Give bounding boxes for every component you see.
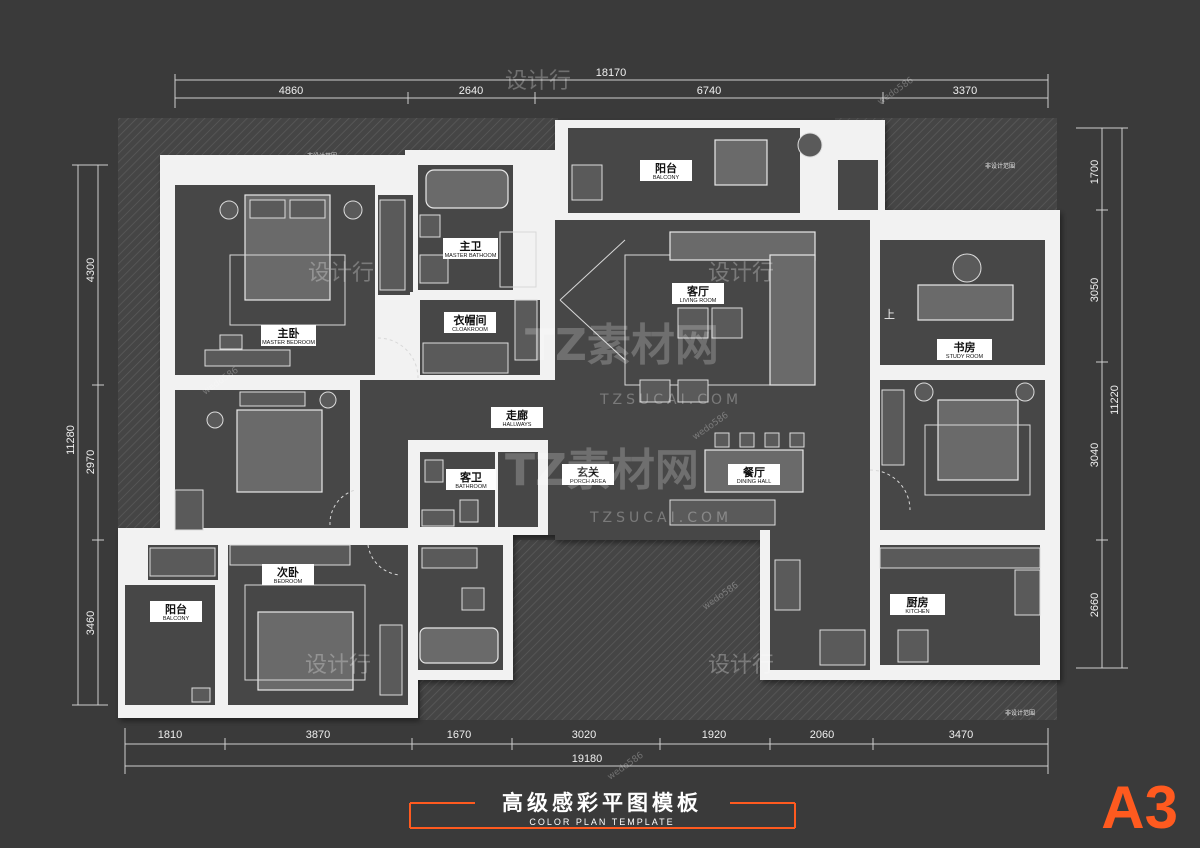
svg-text:主卧: 主卧 (278, 326, 300, 340)
dim-left-3: 3460 (85, 611, 97, 635)
dim-right-1: 1700 (1089, 160, 1101, 184)
svg-text:PORCH AREA: PORCH AREA (570, 479, 606, 485)
dim-bottom-4: 3020 (572, 729, 596, 741)
non-design-areas: 非设计范围 非设计范围 非设计范围 (118, 118, 1057, 720)
watermark-url-2: TZSUCAI.COM (589, 510, 732, 526)
svg-text:HALLWAYS: HALLWAYS (503, 422, 532, 428)
dim-right-3: 3040 (1089, 443, 1101, 467)
bottom-bathtub-icon (419, 627, 499, 664)
svg-text:CLOAKROOM: CLOAKROOM (452, 327, 488, 333)
svg-text:客厅: 客厅 (686, 284, 709, 298)
room-label-study-room: 书房 STUDY ROOM (937, 339, 992, 360)
dimensions-right: 1700 3050 3040 2660 11220 (1076, 127, 1128, 669)
svg-text:BATHROOM: BATHROOM (455, 484, 487, 490)
svg-text:阳台: 阳台 (655, 161, 677, 175)
dim-right-2: 3050 (1089, 278, 1101, 302)
dim-top-4: 3370 (953, 85, 977, 97)
dim-bottom-total: 19180 (572, 753, 603, 765)
dim-right-total: 11220 (1109, 385, 1121, 415)
room-label-guest-bathroom: 客卫 BATHROOM (446, 469, 496, 490)
svg-text:客卫: 客卫 (459, 470, 482, 484)
dimensions-left: 11280 4300 2970 3460 (65, 164, 108, 706)
svg-text:阳台: 阳台 (165, 602, 187, 616)
dim-bottom-3: 1670 (447, 729, 471, 741)
svg-text:BALCONY: BALCONY (163, 616, 190, 622)
watermark-url-1: TZSUCAI.COM (599, 392, 742, 408)
watermark-text-5: 设计行 (708, 653, 774, 678)
dim-left-1: 4300 (85, 258, 97, 282)
title-english: COLOR PLAN TEMPLATE (529, 817, 674, 827)
lounge-chair-icon (714, 139, 768, 186)
room-label-top-balcony: 阳台 BALCONY (640, 160, 692, 181)
dimensions-bottom: 1810 3870 1670 3020 1920 2060 3470 19180 (124, 728, 1049, 774)
room-label-living-room: 客厅 LIVING ROOM (672, 283, 724, 304)
bedroom-bed-icon (937, 399, 1019, 481)
second-bed-icon (257, 611, 354, 691)
dim-bottom-5: 1920 (702, 729, 726, 741)
dim-left-total: 11280 (65, 425, 77, 455)
dimensions-top: 18170 4860 2640 6740 3370 (174, 67, 1049, 108)
desk-icon (917, 284, 1014, 321)
room-label-kitchen: 厨房 KITCHEN (890, 594, 945, 615)
footer-title: 高级感彩平图模板 COLOR PLAN TEMPLATE A3 (409, 774, 1178, 841)
room-label-master-bedroom: 主卧 MASTER BEDROOM (261, 325, 316, 346)
left-bed-icon (236, 409, 323, 493)
dim-bottom-6: 2060 (810, 729, 834, 741)
svg-text:走廊: 走廊 (505, 408, 528, 422)
watermark-text-4: 设计行 (305, 653, 371, 678)
dim-bottom-7: 3470 (949, 729, 973, 741)
watermark-brand-1: TZ素材网 (525, 320, 719, 371)
bathtub-icon (425, 169, 509, 209)
room-label-bedroom: 次卧 BEDROOM (262, 564, 314, 585)
svg-text:KITCHEN: KITCHEN (905, 609, 929, 615)
svg-text:餐厅: 餐厅 (742, 465, 765, 479)
svg-text:衣帽间: 衣帽间 (454, 313, 487, 327)
dim-bottom-1: 1810 (158, 729, 182, 741)
dim-top-total: 18170 (596, 67, 627, 79)
dim-bottom-2: 3870 (306, 729, 330, 741)
dim-left-2: 2970 (85, 450, 97, 474)
room-label-dining-hall: 餐厅 DINING HALL (728, 464, 780, 485)
svg-text:书房: 书房 (954, 340, 976, 354)
svg-text:LIVING ROOM: LIVING ROOM (680, 298, 717, 304)
room-label-cloakroom: 衣帽间 CLOAKROOM (444, 312, 496, 333)
watermark-text-1: 设计行 (505, 69, 571, 94)
svg-text:DINING HALL: DINING HALL (737, 479, 772, 485)
svg-text:玄关: 玄关 (577, 465, 599, 479)
room-label-master-bathroom: 主卫 MASTER BATHOOM (443, 238, 498, 259)
dim-top-2: 2640 (459, 85, 483, 97)
watermark-brand-2: TZ素材网 (505, 445, 699, 496)
title-chinese: 高级感彩平图模板 (502, 791, 702, 815)
room-label-left-balcony: 阳台 BALCONY (150, 601, 202, 622)
svg-text:厨房: 厨房 (907, 595, 929, 609)
svg-text:MASTER BEDROOM: MASTER BEDROOM (262, 340, 315, 346)
watermark-text-2: 设计行 (308, 261, 374, 286)
dim-top-1: 4860 (279, 85, 303, 97)
dim-right-4: 2660 (1089, 593, 1101, 617)
svg-text:MASTER BATHOOM: MASTER BATHOOM (445, 253, 497, 259)
door-swings (329, 239, 911, 576)
stair-mark: 上 (884, 308, 895, 321)
room-label-hallways: 走廊 HALLWAYS (491, 407, 543, 428)
size-badge: A3 (1101, 774, 1178, 841)
non-design-note-3: 非设计范围 (1005, 709, 1035, 717)
room-label-porch-area: 玄关 PORCH AREA (562, 464, 614, 485)
svg-text:BEDROOM: BEDROOM (274, 579, 303, 585)
svg-text:STUDY ROOM: STUDY ROOM (946, 354, 984, 360)
watermark-text-3: 设计行 (708, 261, 774, 286)
non-design-note-2: 非设计范围 (985, 162, 1015, 170)
svg-text:次卧: 次卧 (277, 565, 299, 579)
dim-top-3: 6740 (697, 85, 721, 97)
svg-text:BALCONY: BALCONY (653, 175, 680, 181)
svg-text:主卫: 主卫 (460, 239, 482, 253)
